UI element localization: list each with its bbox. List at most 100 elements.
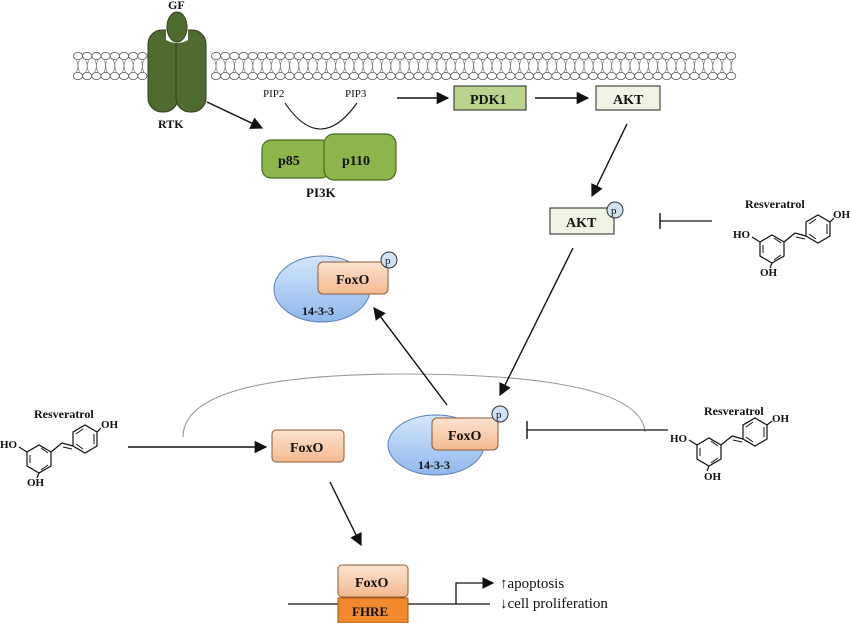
- lipid-head: [339, 72, 350, 81]
- rtk-label: RTK: [158, 117, 184, 131]
- lipid-head: [551, 52, 562, 61]
- lipid-head: [698, 52, 709, 61]
- lipid-head: [625, 72, 636, 81]
- lipid-tail: [103, 59, 108, 73]
- akt-box: [595, 85, 661, 111]
- lipid-tail: [683, 59, 688, 73]
- lipid-tail: [692, 59, 697, 73]
- lipid-head: [137, 52, 148, 61]
- lipid-head: [100, 52, 111, 61]
- lipid-head: [615, 52, 626, 61]
- lipid-head: [330, 72, 341, 81]
- resveratrol-structure-top-right: Resveratrol OH HO OH: [733, 197, 850, 279]
- lipid-tail: [269, 59, 274, 73]
- lipid-head: [689, 72, 700, 81]
- lipid-tail: [296, 59, 301, 73]
- lipid-tail: [370, 59, 375, 73]
- lipid-head: [73, 52, 84, 61]
- lipid-head: [385, 52, 396, 61]
- lipid-head: [588, 52, 599, 61]
- rtk-to-pi3k-arrow: [206, 101, 264, 129]
- lipid-tail: [315, 59, 320, 73]
- lipid-tail: [425, 59, 430, 73]
- lipid-head: [717, 72, 728, 81]
- lipid-head: [404, 72, 415, 81]
- lipid-tail: [471, 59, 476, 73]
- lipid-head: [220, 52, 231, 61]
- lipid-head: [726, 72, 737, 81]
- cyto-foxo-label: FoxO: [336, 273, 370, 288]
- lipid-tail: [591, 59, 596, 73]
- lipid-tail: [453, 59, 458, 73]
- lipid-tail: [490, 59, 494, 73]
- lipid-head: [440, 52, 451, 61]
- lipid-tail: [260, 59, 264, 73]
- lipid-tail: [554, 59, 559, 73]
- lipid-head: [680, 72, 691, 81]
- proliferation-outcome: ↓cell proliferation: [500, 596, 608, 612]
- lipid-tail: [122, 59, 126, 73]
- gf-label: GF: [168, 0, 185, 12]
- apoptosis-outcome: ↑apoptosis: [500, 576, 564, 592]
- lipid-head: [348, 52, 359, 61]
- lipid-head: [238, 72, 249, 81]
- resveratrol-label: Resveratrol: [34, 407, 94, 421]
- lipid-tail: [572, 59, 577, 73]
- resveratrol-ho-label: HO: [0, 439, 18, 451]
- rtk-receptor: [147, 11, 207, 113]
- lipid-head: [394, 72, 405, 81]
- lipid-head: [385, 72, 396, 81]
- lipid-head: [579, 52, 590, 61]
- lipid-head: [523, 72, 534, 81]
- lipid-tail: [306, 59, 310, 73]
- p110-label: p110: [342, 154, 370, 169]
- pip2-label: PIP2: [263, 88, 284, 100]
- lipid-head: [293, 72, 304, 81]
- dna-bound-foxo-label: FoxO: [355, 576, 389, 591]
- p110-subunit: [323, 133, 397, 181]
- resveratrol-oh-label: OH: [833, 209, 850, 221]
- lipid-head: [523, 52, 534, 61]
- lipid-tail: [710, 59, 715, 73]
- lipid-head: [210, 52, 221, 61]
- free-foxo-label: FoxO: [290, 441, 324, 456]
- lipid-head: [440, 72, 451, 81]
- lipid-head: [256, 52, 267, 61]
- lipid-head: [707, 72, 718, 81]
- lipid-head: [588, 72, 599, 81]
- lipid-tail: [508, 59, 513, 73]
- lipid-tail: [444, 59, 448, 73]
- lipid-head: [707, 52, 718, 61]
- akt-phospho-badge: [606, 201, 624, 219]
- fhre-label: FHRE: [352, 604, 388, 619]
- lipid-tail: [545, 59, 550, 73]
- fhre-element: [337, 597, 409, 623]
- lipid-head: [606, 52, 617, 61]
- lipid-tail: [241, 59, 246, 73]
- lipid-head: [726, 52, 737, 61]
- lipid-head: [671, 72, 682, 81]
- lipid-head: [238, 52, 249, 61]
- lipid-head: [625, 52, 636, 61]
- lipid-head: [477, 72, 488, 81]
- lipid-head: [358, 72, 369, 81]
- lipid-head: [459, 52, 470, 61]
- lipid-head: [689, 52, 700, 61]
- lipid-head: [256, 72, 267, 81]
- lipid-tail: [416, 59, 421, 73]
- lipid-head: [569, 72, 580, 81]
- lipid-head: [643, 72, 654, 81]
- lipid-tail: [655, 59, 660, 73]
- lipid-tail: [352, 59, 356, 73]
- lipid-tail: [462, 59, 467, 73]
- akt-label: AKT: [613, 93, 644, 108]
- cyto-foxo-phospho-p: p: [385, 255, 391, 267]
- cyto-foxo-box: [317, 261, 389, 295]
- resveratrol-label: Resveratrol: [704, 404, 764, 418]
- lipid-tail: [223, 59, 228, 73]
- lipid-head: [560, 72, 571, 81]
- lipid-head: [302, 72, 313, 81]
- lipid-tail: [646, 59, 651, 73]
- lipid-tail: [618, 59, 623, 73]
- resveratrol-structure-right: Resveratrol OH HO OH: [670, 404, 790, 483]
